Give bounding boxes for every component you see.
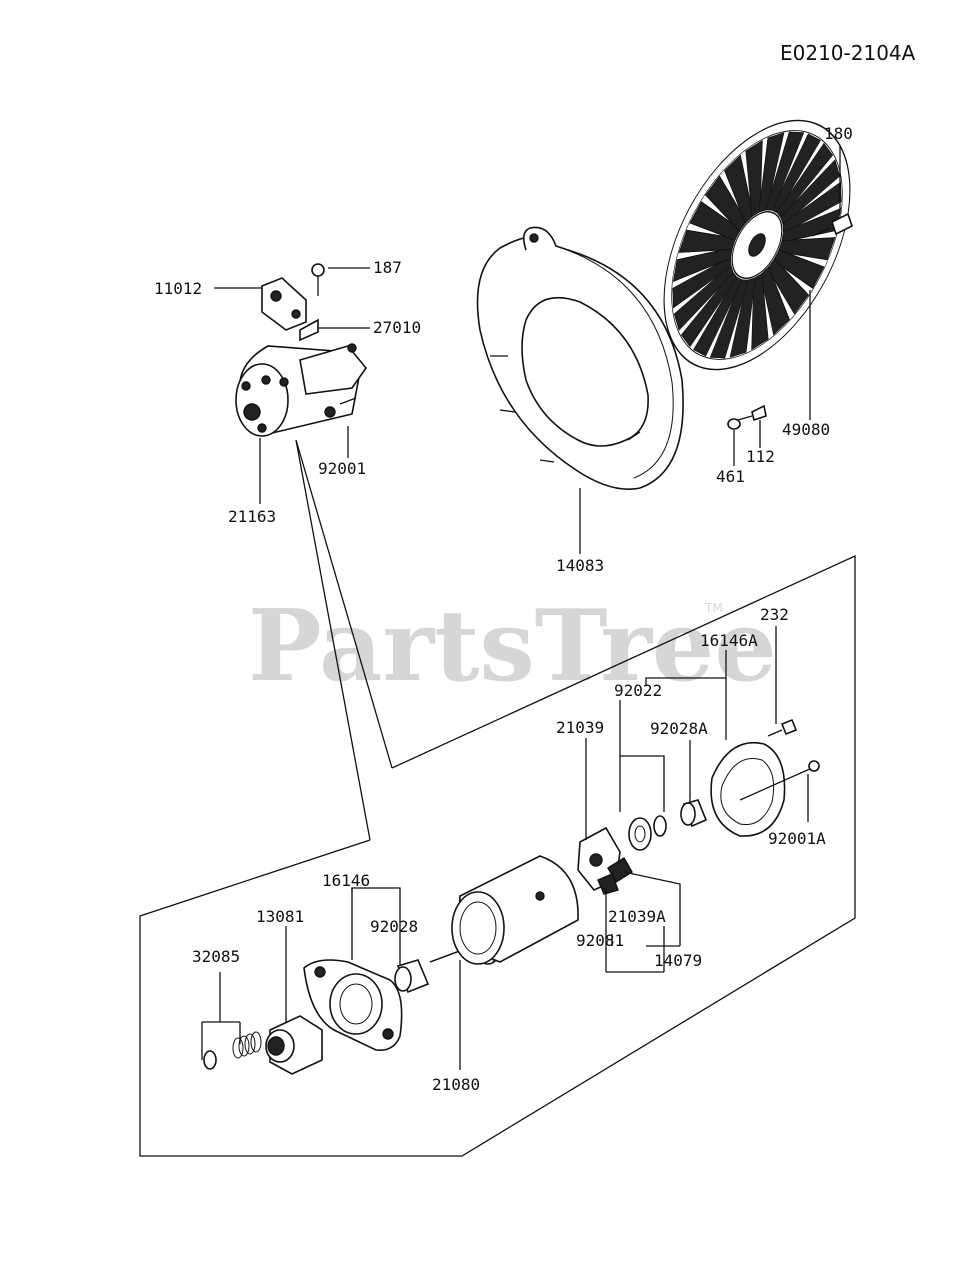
through-bolt-92001A[interactable] — [739, 760, 820, 801]
label-14079[interactable]: 14079 — [654, 951, 702, 970]
watermark-trademark: TM — [704, 601, 723, 615]
label-92081[interactable]: 92081 — [576, 931, 624, 950]
screw-187-part[interactable] — [311, 263, 325, 296]
label-232[interactable]: 232 — [760, 605, 789, 624]
screw-232[interactable] — [767, 718, 798, 737]
pinion-13081[interactable] — [265, 1015, 323, 1075]
label-21039A[interactable]: 21039A — [608, 907, 666, 926]
watermark-text: PartsTree — [248, 589, 777, 704]
label-112[interactable]: 112 — [746, 447, 775, 466]
exploded-view-frame — [139, 554, 856, 1157]
starter-motor-part[interactable] — [235, 343, 368, 437]
label-21163[interactable]: 21163 — [228, 507, 276, 526]
label-21039[interactable]: 21039 — [556, 718, 604, 737]
label-92028A[interactable]: 92028A — [650, 719, 708, 738]
part-labels: 180 187 11012 27010 92001 21163 49080 11… — [154, 124, 853, 1094]
fan-shroud-part[interactable] — [476, 226, 684, 490]
bushing-92028[interactable] — [394, 959, 430, 994]
bolt-180-part[interactable] — [811, 212, 853, 237]
label-180[interactable]: 180 — [824, 124, 853, 143]
circlip-spring-32085[interactable] — [203, 1031, 262, 1070]
bolt-112-washer-461[interactable] — [727, 404, 767, 430]
label-32085[interactable]: 32085 — [192, 947, 240, 966]
fan-part[interactable] — [626, 90, 889, 401]
label-461[interactable]: 461 — [716, 467, 745, 486]
label-187[interactable]: 187 — [373, 258, 402, 277]
brush-holder-21039[interactable] — [577, 826, 633, 895]
label-16146A[interactable]: 16146A — [700, 631, 758, 650]
label-92028[interactable]: 92028 — [370, 917, 418, 936]
bushing-92028A[interactable] — [680, 799, 708, 828]
label-92001A[interactable]: 92001A — [768, 829, 826, 848]
label-21080[interactable]: 21080 — [432, 1075, 480, 1094]
watermark: PartsTree TM — [248, 589, 777, 704]
label-16146[interactable]: 16146 — [322, 871, 370, 890]
label-92022[interactable]: 92022 — [614, 681, 662, 700]
label-13081[interactable]: 13081 — [256, 907, 304, 926]
washers-92022[interactable] — [628, 815, 667, 851]
leader-lines — [201, 145, 841, 1070]
solenoid-part[interactable] — [261, 277, 319, 342]
label-92001[interactable]: 92001 — [318, 459, 366, 478]
front-bracket-16146[interactable] — [303, 959, 403, 1052]
yoke-part[interactable] — [451, 855, 579, 965]
rear-cover-16146A[interactable] — [710, 742, 786, 837]
diagram-code: E0210-2104A — [780, 41, 916, 65]
label-27010[interactable]: 27010 — [373, 318, 421, 337]
label-14083[interactable]: 14083 — [556, 556, 604, 575]
label-11012[interactable]: 11012 — [154, 279, 202, 298]
label-49080[interactable]: 49080 — [782, 420, 830, 439]
